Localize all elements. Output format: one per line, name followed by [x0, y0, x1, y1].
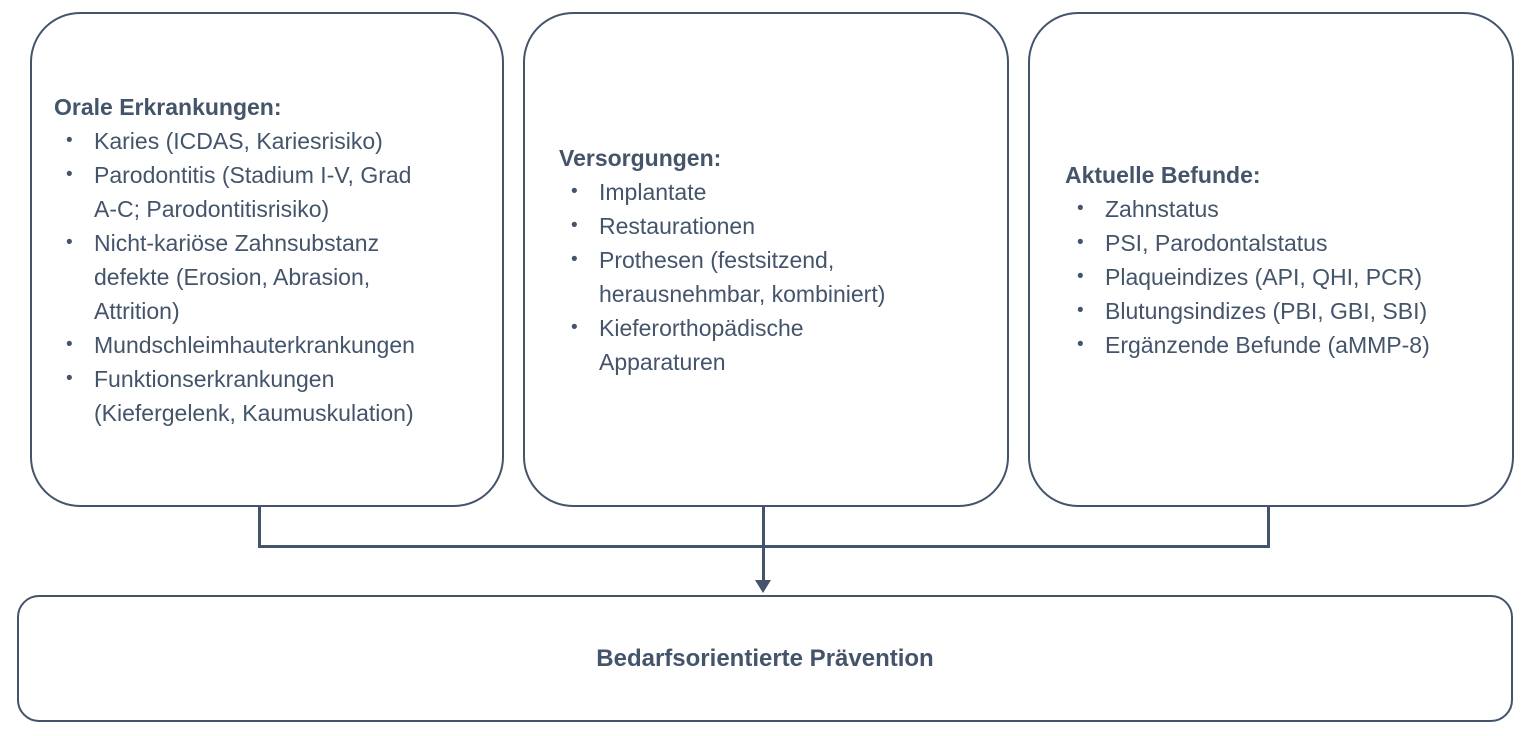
list-item-text: Nicht-kariöse Zahnsubstanz defekte (Eros… — [94, 229, 380, 324]
bullet-icon: • — [66, 367, 73, 389]
connector-right-stub — [1267, 507, 1270, 548]
list-item: • Karies (ICDAS, Kariesrisiko) — [66, 124, 478, 158]
list-item-text: Parodontitis (Stadium I-V, Grad A-C; Par… — [94, 161, 412, 222]
list-item-text: PSI, Parodontalstatus — [1105, 229, 1328, 256]
list-item: • Nicht-kariöse Zahnsubstanz defekte (Ero… — [66, 226, 478, 328]
bullet-icon: • — [1077, 197, 1084, 219]
box-bedarfsorientierte-praevention: Bedarfsorientierte Prävention — [17, 595, 1513, 722]
list-item-text: Zahnstatus — [1105, 195, 1219, 222]
box-aktuelle-befunde: Aktuelle Befunde: • Zahnstatus • PSI, Parod… — [1028, 12, 1514, 507]
list-item-text: Blutungsindizes (PBI, GBI, SBI) — [1105, 297, 1428, 324]
list-item: • Prothesen (festsitzend, herausnehmbar, … — [571, 243, 983, 311]
list-item-text: Kieferorthopädische Apparaturen — [599, 314, 804, 375]
list-item: • PSI, Parodontalstatus — [1077, 226, 1488, 260]
bullet-icon: • — [66, 129, 73, 151]
connector-left-stub — [258, 507, 261, 548]
list-item: • Implantate — [571, 175, 983, 209]
bullet-icon: • — [1077, 333, 1084, 355]
list-item: • Plaqueindizes (API, QHI, PCR) — [1077, 260, 1488, 294]
bullet-icon: • — [571, 214, 578, 236]
bullet-icon: • — [571, 180, 578, 202]
bullet-icon: • — [571, 316, 578, 338]
list-item-text: Prothesen (festsitzend, herausnehmbar, k… — [599, 246, 886, 307]
list-item-text: Plaqueindizes (API, QHI, PCR) — [1105, 263, 1423, 290]
bullet-icon: • — [66, 333, 73, 355]
result-box-label: Bedarfsorientierte Prävention — [596, 644, 934, 672]
arrowhead-down-icon — [755, 580, 771, 593]
list-item: • Blutungsindizes (PBI, GBI, SBI) — [1077, 294, 1488, 328]
list-item-text: Karies (ICDAS, Kariesrisiko) — [94, 127, 383, 154]
list-item: • Kieferorthopädische Apparaturen — [571, 311, 983, 379]
connector-arrow-line — [762, 507, 765, 582]
box-title: Orale Erkrankungen: — [54, 93, 282, 120]
bullet-icon: • — [1077, 265, 1084, 287]
list-item-text: Ergänzende Befunde (aMMP-8) — [1105, 331, 1430, 358]
box-title: Versorgungen: — [559, 144, 722, 171]
list-item-text: Funktionserkrankungen (Kiefergelenk, Kau… — [94, 365, 414, 426]
bullet-icon: • — [66, 163, 73, 185]
box-title: Aktuelle Befunde: — [1065, 161, 1261, 188]
bullet-icon: • — [571, 248, 578, 270]
bullet-list: • Karies (ICDAS, Kariesrisiko) • Parodontit… — [54, 124, 478, 430]
bullet-list: • Zahnstatus • PSI, Parodontalstatus • Plaque… — [1065, 192, 1488, 362]
box-versorgungen: Versorgungen: • Implantate • Restaurationen… — [523, 12, 1009, 507]
box-orale-erkrankungen: Orale Erkrankungen: • Karies (ICDAS, Kari… — [30, 12, 504, 507]
list-item-text: Implantate — [599, 178, 707, 205]
list-item-text: Restaurationen — [599, 212, 755, 239]
bullet-icon: • — [1077, 231, 1084, 253]
list-item: • Zahnstatus — [1077, 192, 1488, 226]
list-item: • Mundschleimhauterkrankungen — [66, 328, 478, 362]
bullet-list: • Implantate • Restaurationen • Prothesen (fe… — [559, 175, 983, 379]
list-item: • Parodontitis (Stadium I-V, Grad A-C; Pa… — [66, 158, 478, 226]
bullet-icon: • — [66, 231, 73, 253]
list-item-text: Mundschleimhauterkrankungen — [94, 331, 415, 358]
list-item: • Funktionserkrankungen (Kiefergelenk, Ka… — [66, 362, 478, 430]
bullet-icon: • — [1077, 299, 1084, 321]
list-item: • Ergänzende Befunde (aMMP-8) — [1077, 328, 1488, 362]
list-item: • Restaurationen — [571, 209, 983, 243]
